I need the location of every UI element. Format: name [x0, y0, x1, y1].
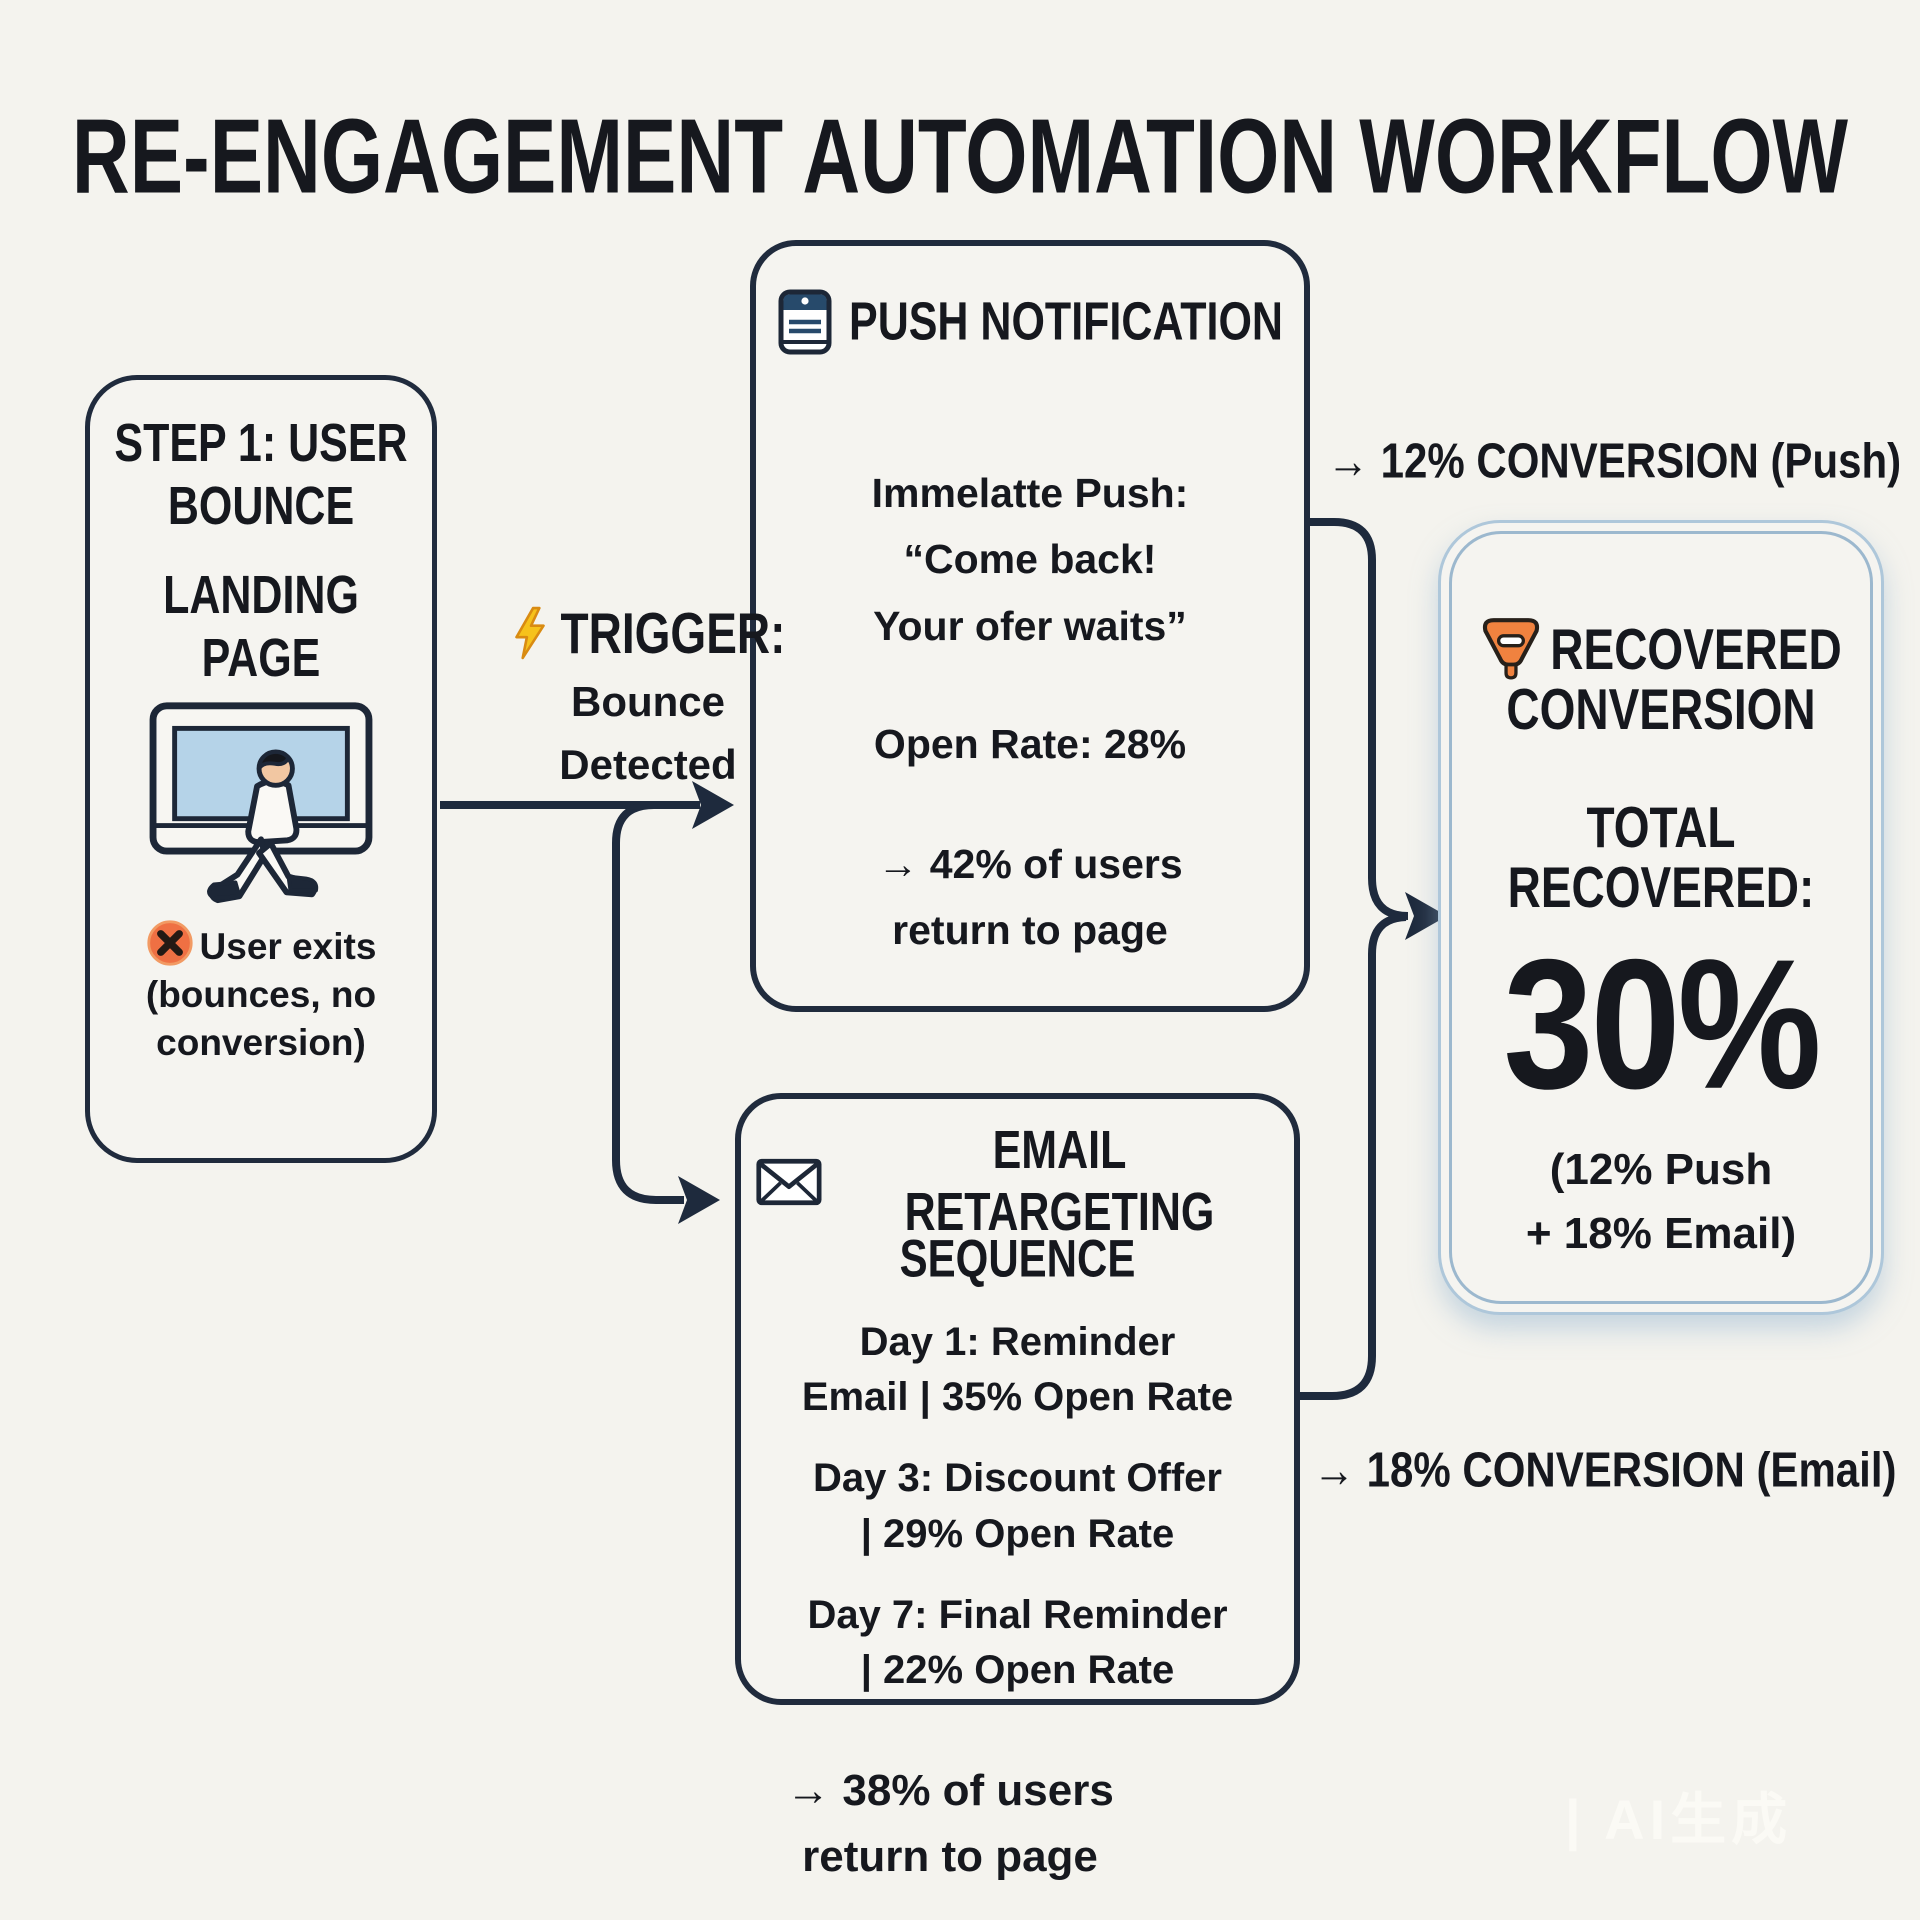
arrow-branch-to-email: [612, 801, 684, 1204]
arrowhead-email: [678, 1176, 720, 1224]
email-step-day7: Day 7: Final Reminder | 22% Open Rate: [755, 1588, 1280, 1698]
x-circle-icon: [146, 919, 193, 966]
email-heading-line2: SEQUENCE: [899, 1228, 1136, 1288]
landing-page-label: LANDING PAGE: [163, 564, 359, 689]
arrow-email-to-recovered: [1300, 913, 1407, 1400]
email-step-day3-line2: | 29% Open Rate: [860, 1511, 1175, 1556]
email-step-day1-line2: Email | 35% Open Rate: [801, 1375, 1234, 1420]
push-heading: PUSH NOTIFICATION: [849, 291, 1283, 352]
recovered-heading-line2: CONVERSION: [1506, 676, 1816, 742]
exit-note-text: User exits (bounces, no conversion): [145, 925, 377, 1063]
email-step-day7-line1: Day 7: Final Reminder: [807, 1592, 1228, 1637]
user-leaving-monitor-icon: [110, 696, 412, 913]
email-result-line1: → 38% of users: [786, 1766, 1114, 1815]
arrow-push-to-recovered: [1302, 518, 1409, 920]
email-retargeting-box: EMAIL RETARGETING SEQUENCE Day 1: Remind…: [735, 1093, 1300, 1705]
email-result-note: → 38% of users return to page: [620, 1758, 1280, 1890]
push-notification-box: PUSH NOTIFICATION Immelatte Push: “Come …: [750, 240, 1310, 1012]
push-result-line2: return to page: [892, 906, 1168, 953]
push-message-line1: Immelatte Push:: [871, 470, 1189, 516]
email-conversion-label: → 18% CONVERSION (Email): [1313, 1441, 1897, 1498]
trigger-label: TRIGGER:: [560, 600, 786, 666]
envelope-icon: [756, 1158, 822, 1206]
page-title: RE-ENGAGEMENT AUTOMATION WORKFLOW: [71, 97, 1849, 215]
total-recovered-label-line1: TOTAL: [1586, 794, 1736, 860]
recovered-heading-line1: RECOVERED: [1550, 616, 1842, 682]
step1-heading: STEP 1: USER BOUNCE: [114, 413, 408, 537]
step1-user-bounce-box: STEP 1: USER BOUNCE LANDING PAGE: [85, 375, 437, 1163]
trigger-detail-line2: Detected: [559, 741, 737, 788]
push-result-line1: → 42% of users: [877, 841, 1183, 888]
email-result-line2: return to page: [802, 1832, 1098, 1881]
recovered-breakdown-line1: (12% Push: [1549, 1144, 1773, 1194]
recovered-conversion-box: RECOVERED CONVERSION TOTAL RECOVERED: 30…: [1438, 520, 1884, 1315]
push-message-line2: “Come back!: [903, 536, 1157, 583]
trigger-detail-line1: Bounce: [570, 678, 725, 725]
watermark: | AI生成: [1565, 1788, 1793, 1851]
email-step-day3: Day 3: Discount Offer | 29% Open Rate: [755, 1451, 1280, 1561]
exit-note: User exits (bounces, no conversion): [110, 919, 412, 1067]
recovered-breakdown-line2: + 18% Email): [1525, 1208, 1797, 1258]
email-heading-line1: EMAIL RETARGETING: [904, 1120, 1215, 1243]
notification-card-icon: [778, 289, 832, 355]
email-step-day1: Day 1: Reminder Email | 35% Open Rate: [755, 1315, 1280, 1425]
funnel-icon: [1483, 618, 1540, 680]
email-step-day7-line2: | 22% Open Rate: [860, 1647, 1175, 1692]
lightning-bolt-icon: [514, 606, 545, 660]
trigger-label-block: TRIGGER: Bounce Detected: [468, 600, 828, 796]
total-recovered-label-line2: RECOVERED:: [1507, 854, 1815, 920]
push-open-rate: Open Rate: 28%: [873, 721, 1187, 768]
recovered-conversion-box-inner: RECOVERED CONVERSION TOTAL RECOVERED: 30…: [1449, 531, 1873, 1304]
email-step-day1-line1: Day 1: Reminder: [859, 1320, 1176, 1364]
push-conversion-label: → 12% CONVERSION (Push): [1327, 432, 1902, 489]
total-recovered-value: 30%: [1503, 921, 1821, 1128]
email-step-day3-line1: Day 3: Discount Offer: [813, 1456, 1222, 1501]
push-message-line3: Your ofer waits”: [873, 602, 1187, 649]
